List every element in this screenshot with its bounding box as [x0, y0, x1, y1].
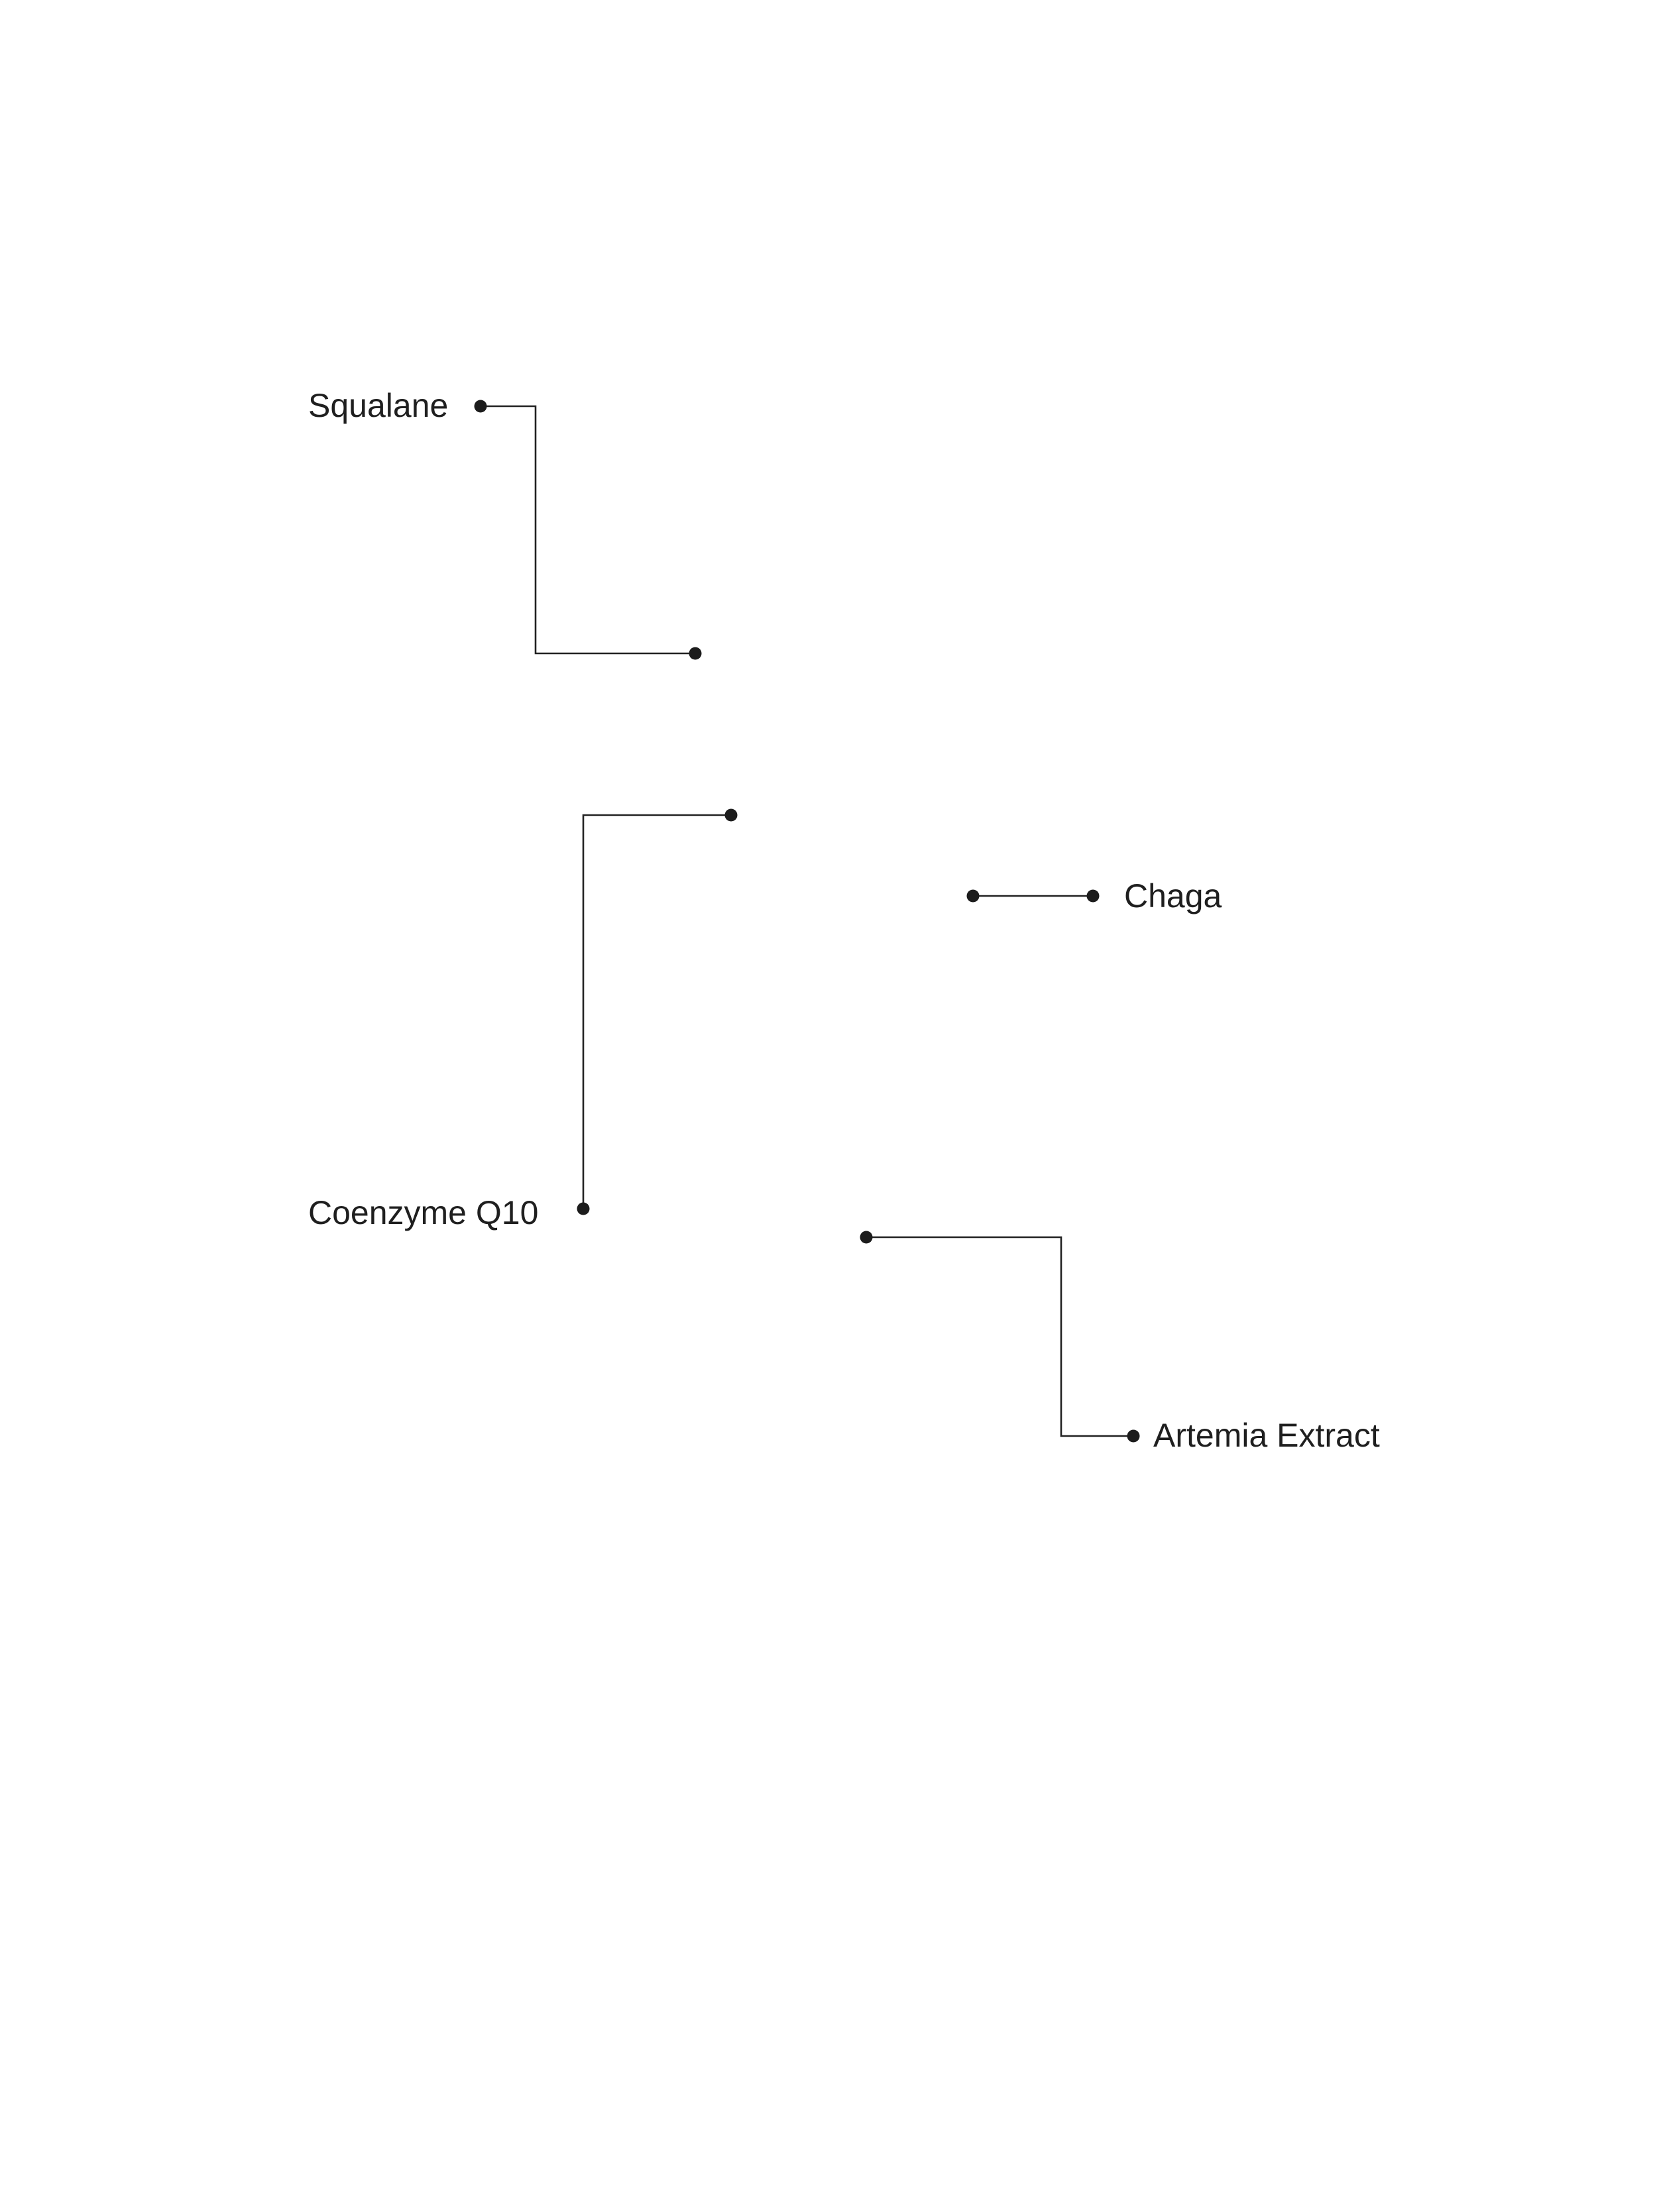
squalane-leader-line	[481, 405, 695, 655]
chaga-target-dot	[966, 889, 980, 903]
chaga-label: Chaga	[1124, 877, 1222, 914]
artemia-extract-leader	[860, 1231, 1140, 1443]
squalane-leader	[474, 400, 702, 660]
squalane-target-dot	[689, 647, 702, 660]
coenzyme-q10-target-dot	[724, 808, 738, 822]
artemia-extract-label-dot	[1127, 1429, 1140, 1443]
coenzyme-q10-label: Coenzyme Q10	[308, 1194, 539, 1231]
squalane-label: Squalane	[308, 387, 449, 424]
artemia-extract-label: Artemia Extract	[1153, 1417, 1380, 1454]
coenzyme-q10-leader	[577, 808, 738, 1215]
coenzyme-q10-label-dot	[577, 1202, 590, 1215]
squalane-label-dot	[474, 400, 487, 413]
chaga-leader	[966, 889, 1100, 903]
artemia-extract-leader-line	[866, 1236, 1133, 1437]
artemia-extract-target-dot	[860, 1231, 873, 1244]
coenzyme-q10-leader-line	[582, 814, 731, 1209]
chaga-label-dot	[1086, 889, 1100, 903]
